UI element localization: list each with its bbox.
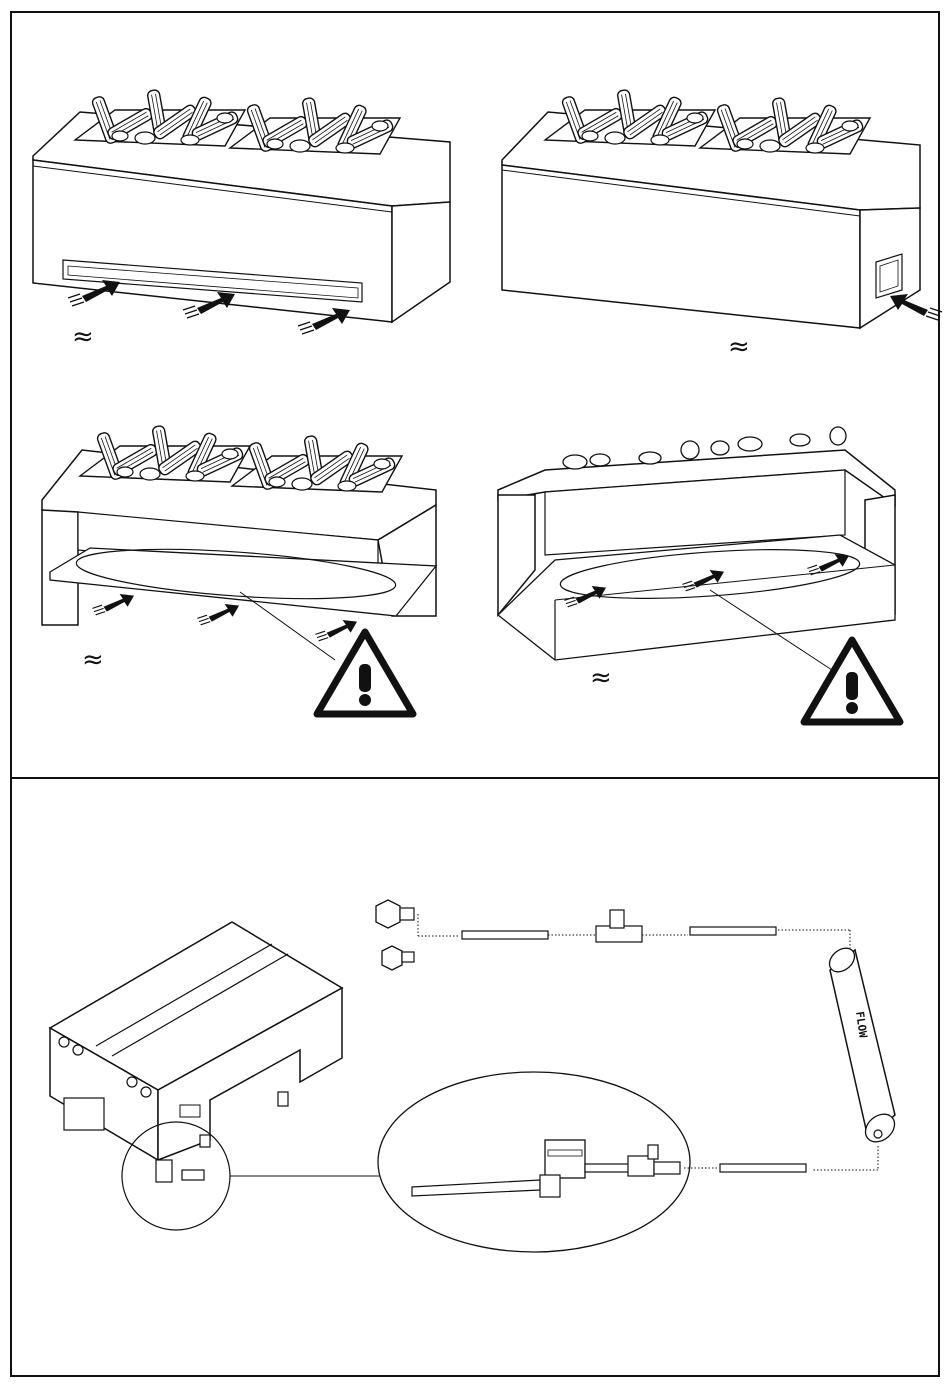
warning-triangle-1 — [317, 632, 413, 714]
airflow-arrow-side — [890, 294, 942, 320]
panel-open-frame-2: ≈ — [498, 427, 900, 722]
tubing-line — [418, 910, 850, 948]
tube-segment-3 — [720, 1164, 806, 1172]
panel-front-vent: ≈ — [33, 89, 450, 352]
panel-side-vent: ≈ — [502, 89, 942, 362]
panel-open-frame-1: ! ≈ — [0, 0, 436, 714]
tubing-return — [684, 1146, 878, 1172]
water-filter: FLOW — [825, 943, 900, 1147]
fitting-nuts — [376, 900, 414, 970]
tube-segment-1 — [462, 931, 548, 939]
heat-symbol-2: ≈ — [728, 332, 750, 362]
heat-symbol-1: ≈ — [72, 322, 94, 352]
heat-symbol-3: ≈ — [82, 645, 104, 675]
tube-segment-2 — [690, 927, 776, 935]
log-bed-left — [75, 89, 245, 146]
valve-detail — [378, 1072, 690, 1252]
warning-mark-1: ! — [0, 0, 1, 1]
log-bed-right — [230, 97, 400, 154]
insert-unit — [50, 922, 342, 1230]
heat-symbol-4: ≈ — [590, 663, 612, 693]
warning-triangle-2 — [804, 640, 900, 722]
